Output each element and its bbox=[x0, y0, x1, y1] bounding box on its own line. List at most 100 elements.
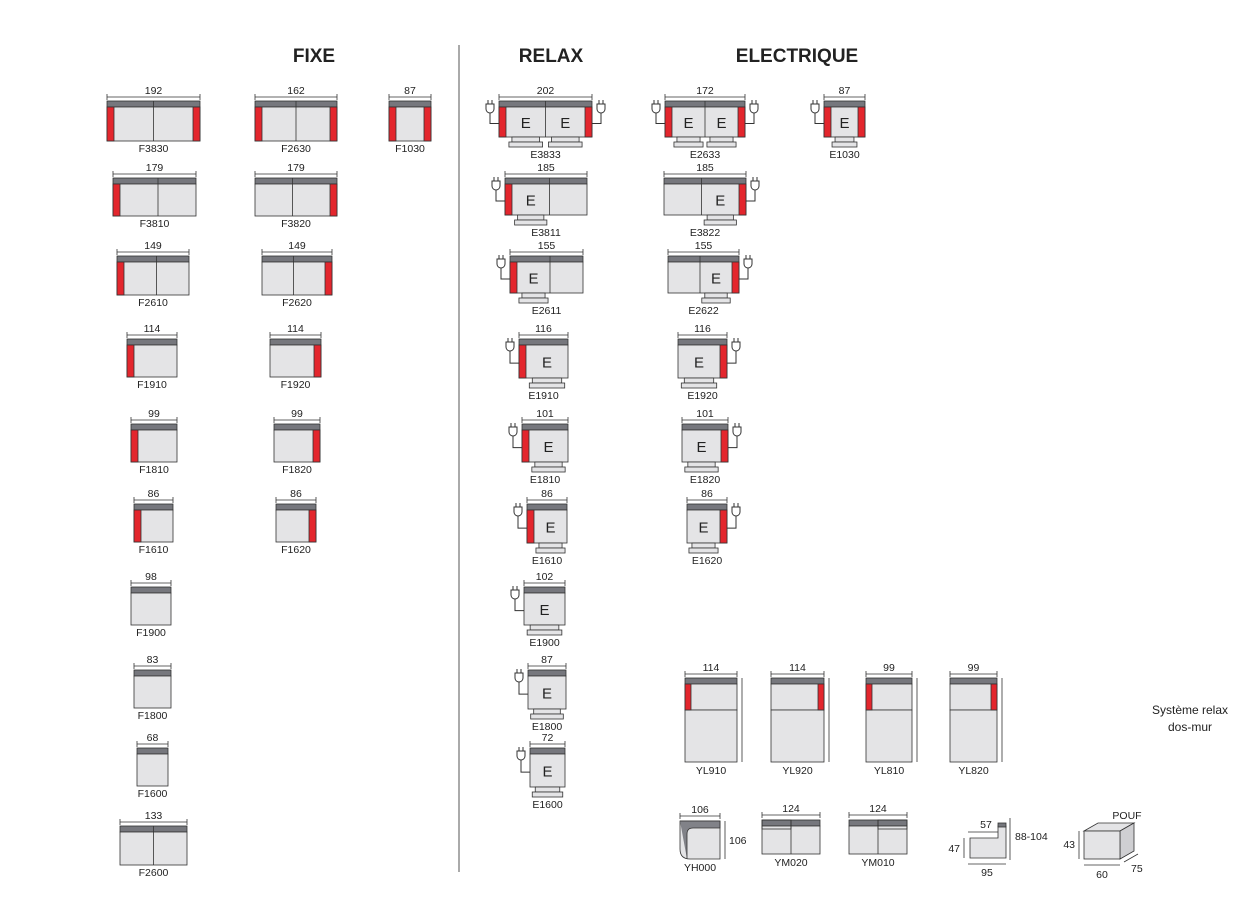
module-code: F3820 bbox=[281, 218, 311, 230]
armrest-right bbox=[308, 509, 317, 543]
power-plug-icon bbox=[496, 255, 506, 269]
motor-label: E bbox=[711, 271, 721, 288]
armrest-left bbox=[106, 106, 115, 142]
power-plug-icon bbox=[510, 586, 520, 600]
backrest bbox=[388, 100, 432, 108]
width-label: 99 bbox=[968, 662, 980, 674]
pouf-front bbox=[1083, 830, 1121, 860]
module-code: F1810 bbox=[139, 464, 169, 476]
backrest bbox=[523, 586, 566, 594]
power-plug-icon bbox=[485, 100, 495, 114]
width-label: 192 bbox=[145, 85, 163, 97]
armrest-left bbox=[504, 183, 513, 216]
extended-footrest bbox=[949, 709, 998, 763]
module-code: F1620 bbox=[281, 544, 311, 556]
footrest bbox=[529, 624, 560, 631]
footrest bbox=[533, 708, 561, 715]
motor-label: E bbox=[528, 271, 538, 288]
power-plug-icon bbox=[491, 177, 501, 191]
modules-layer: 192F3830179F3810149F2610114F191099F18108… bbox=[106, 85, 1143, 881]
footrest-extended bbox=[673, 141, 704, 148]
width-label: 185 bbox=[537, 162, 555, 174]
armrest-left bbox=[865, 683, 873, 711]
header-fixe: FIXE bbox=[293, 46, 335, 67]
module-code: F2630 bbox=[281, 143, 311, 155]
module-code: E1910 bbox=[528, 390, 559, 402]
backrest bbox=[261, 255, 333, 263]
armrest-left bbox=[509, 261, 518, 294]
power-plug-icon bbox=[651, 100, 661, 114]
armrest-right bbox=[312, 429, 321, 463]
plug-body bbox=[516, 750, 526, 761]
armrest-left bbox=[254, 106, 263, 142]
backrest bbox=[269, 338, 322, 346]
armrest-right bbox=[720, 429, 729, 463]
width-label: 106 bbox=[691, 804, 709, 816]
seat-area bbox=[770, 683, 825, 711]
module-code: F2600 bbox=[139, 867, 169, 879]
footrest-extended bbox=[514, 219, 548, 226]
backrest bbox=[686, 503, 728, 511]
backrest bbox=[130, 423, 178, 431]
seat-area bbox=[681, 429, 729, 463]
backrest bbox=[526, 503, 568, 511]
seat-area bbox=[521, 429, 569, 463]
extended-footrest bbox=[770, 709, 825, 763]
footrest-extended bbox=[508, 141, 543, 148]
backrest bbox=[275, 503, 317, 511]
armrest-right bbox=[313, 344, 322, 378]
backrest bbox=[663, 177, 747, 185]
armrest-left bbox=[126, 344, 135, 378]
module-code: YH000 bbox=[684, 862, 716, 874]
footrest bbox=[538, 542, 563, 549]
module-code: F1610 bbox=[139, 544, 169, 556]
footrest bbox=[834, 136, 855, 143]
extended-footrest bbox=[684, 709, 738, 763]
armrest-right bbox=[817, 683, 825, 711]
footrest bbox=[683, 377, 715, 384]
height-label: 88-104 bbox=[1015, 831, 1048, 843]
module-code: E1610 bbox=[532, 555, 563, 567]
width-label: 87 bbox=[839, 85, 851, 97]
power-cable bbox=[727, 516, 737, 529]
backrest bbox=[527, 669, 567, 677]
motor-label: E bbox=[542, 764, 552, 781]
pouf-depth-line bbox=[1123, 853, 1139, 863]
width-label: 68 bbox=[147, 732, 159, 744]
footrest bbox=[517, 214, 545, 221]
motor-label: E bbox=[715, 193, 725, 210]
seat-area bbox=[684, 683, 738, 711]
seat-area bbox=[261, 261, 333, 296]
width-label: 124 bbox=[782, 803, 800, 815]
plug-body bbox=[750, 180, 760, 191]
armrest-right bbox=[990, 683, 998, 711]
corner-seat bbox=[679, 820, 721, 860]
power-cable bbox=[655, 113, 665, 124]
footrest bbox=[687, 461, 716, 468]
footrest bbox=[676, 136, 701, 143]
width-label: 86 bbox=[290, 488, 302, 500]
armrest-right bbox=[584, 106, 593, 138]
power-plug-icon bbox=[505, 338, 515, 352]
footrest bbox=[521, 292, 546, 299]
width-label: 149 bbox=[144, 240, 162, 252]
footrest-extended bbox=[703, 219, 737, 226]
armrest-right bbox=[192, 106, 201, 142]
module-code: E1800 bbox=[532, 721, 563, 733]
